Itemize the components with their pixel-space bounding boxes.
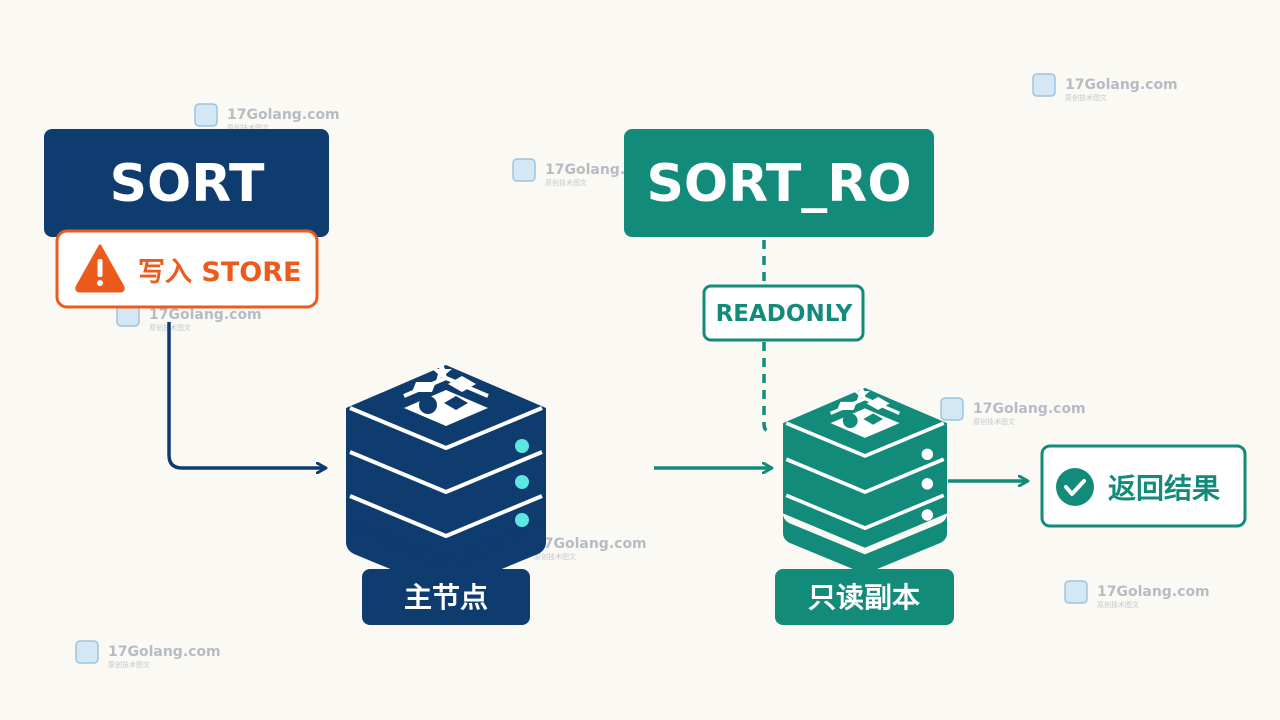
watermark-5: 17Golang.com 原创技术图文	[940, 397, 1086, 426]
readonly-dashed-connector-bottom	[762, 342, 773, 434]
warning-triangle-icon	[75, 244, 125, 293]
watermark-1: 17Golang.com 原创技术图文	[194, 103, 340, 132]
watermark-subtext: 原创技术图文	[534, 552, 576, 561]
sort-ro-command-label: SORT_RO	[646, 154, 911, 214]
watermark-subtext: 原创技术图文	[108, 660, 150, 669]
sort-command-box: SORT	[44, 129, 329, 237]
replica-node-database-icon	[783, 385, 947, 575]
watermark-subtext: 原创技术图文	[1065, 93, 1107, 102]
readonly-badge: READONLY	[702, 284, 865, 342]
watermark-7: 17Golang.com 原创技术图文	[1064, 580, 1210, 609]
watermark-8: 17Golang.com 原创技术图文	[75, 640, 221, 669]
primary-node-label: 主节点	[404, 581, 488, 614]
sort-command-label: SORT	[110, 154, 265, 214]
golang-logo-icon	[75, 640, 99, 664]
golang-logo-icon	[1064, 580, 1088, 604]
primary-node-database-icon	[346, 362, 546, 592]
watermark-text: 17Golang.com	[108, 644, 221, 660]
watermark-subtext: 原创技术图文	[1097, 600, 1139, 609]
watermark-text: 17Golang.com	[1065, 77, 1178, 93]
golang-logo-icon	[940, 397, 964, 421]
result-label: 返回结果	[1108, 472, 1220, 505]
replica-node-label-box: 只读副本	[775, 569, 954, 625]
watermark-subtext: 原创技术图文	[973, 417, 1015, 426]
watermark-subtext: 原创技术图文	[545, 178, 587, 187]
write-arrow	[167, 322, 326, 468]
primary-node-label-box: 主节点	[362, 569, 530, 625]
write-store-warning-box: 写入 STORE	[55, 229, 319, 309]
sort-ro-command-box: SORT_RO	[624, 129, 934, 237]
golang-logo-icon	[512, 158, 536, 182]
watermark-text: 17Golang.com	[973, 401, 1086, 417]
result-box: 返回结果	[1040, 444, 1247, 528]
watermark-text: 17Golang.com	[227, 107, 340, 123]
golang-logo-icon	[194, 103, 218, 127]
replica-node-label: 只读副本	[808, 581, 920, 614]
watermark-text: 17Golang.com	[1097, 584, 1210, 600]
watermark-subtext: 原创技术图文	[227, 123, 269, 132]
write-store-label: 写入 STORE	[138, 257, 301, 288]
check-circle-icon	[1056, 468, 1094, 506]
readonly-label: READONLY	[716, 301, 853, 327]
watermark-2: 17Golang.com 原创技术图文	[1032, 73, 1178, 102]
watermark-text: 17Golang.com	[149, 307, 262, 323]
golang-logo-icon	[1032, 73, 1056, 97]
watermark-text: 17Golang.com	[534, 536, 647, 552]
